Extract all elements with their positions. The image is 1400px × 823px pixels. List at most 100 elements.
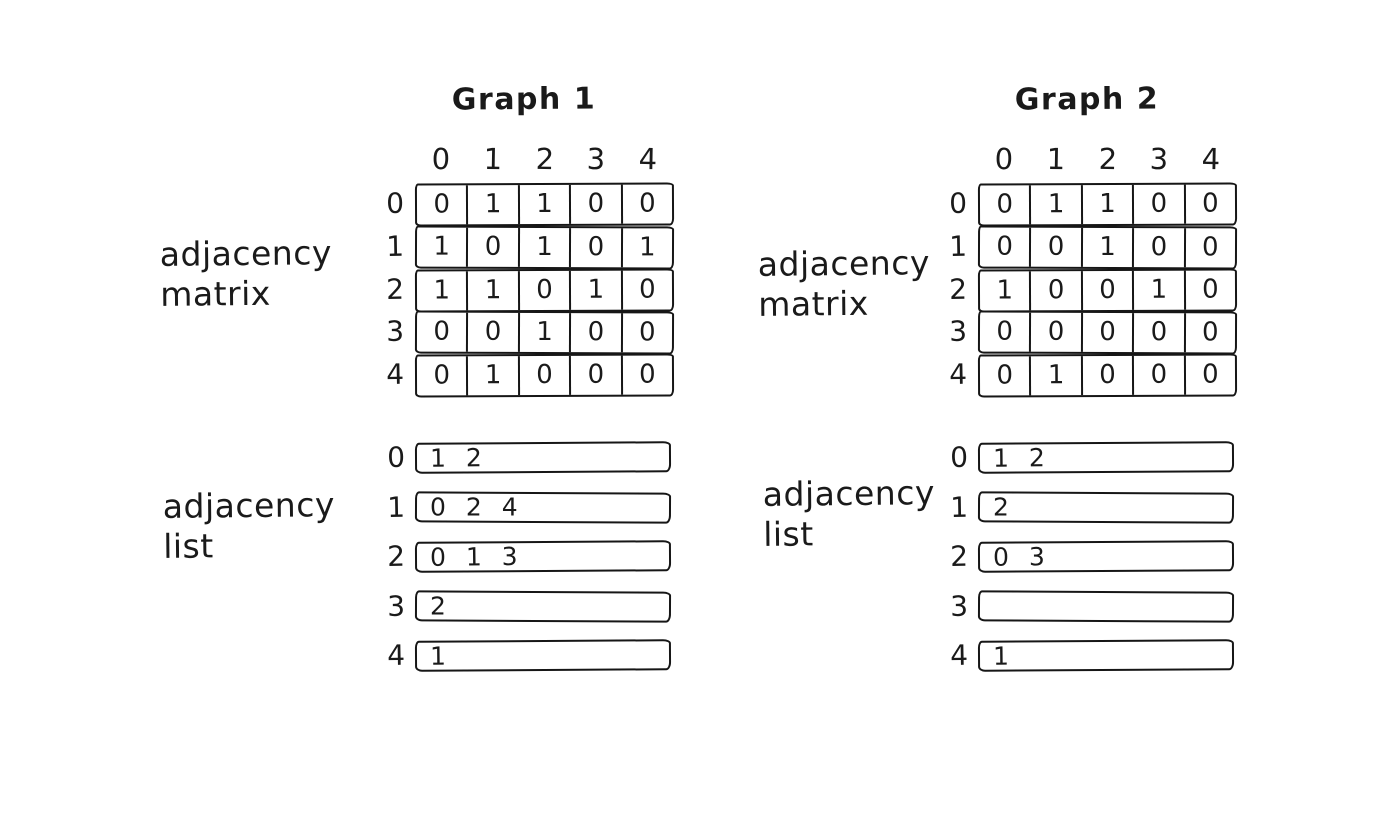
matrix-cell: 0 [1183,184,1236,224]
matrix-cell: 0 [433,360,451,392]
matrix-cell: 0 [1132,313,1184,353]
matrix-row-header: 2 [948,272,968,306]
adjacency-list-label-line1: adjacency [162,485,336,526]
matrix-cell: 0 [1029,270,1081,310]
graph-2-adjacency-matrix-label: adjacency matrix [758,243,931,325]
list-row-header: 3 [386,589,406,623]
matrix-cell: 0 [1132,227,1184,267]
matrix-col-header: 3 [1149,141,1169,177]
list-row: 0 1 2 [934,440,1235,475]
matrix-col-header: 2 [1097,141,1118,177]
adjacency-matrix-label-line1: adjacency [757,243,931,284]
matrix-row: 0 1 1 0 0 [977,182,1238,227]
matrix-cell: 0 [996,189,1014,220]
adjacency-list-label-line2: list [763,514,814,554]
list-box: 1 2 [977,441,1235,474]
matrix-row-header: 0 [948,186,968,221]
adjacency-list-label-line2: list [163,526,214,566]
graph-2-adjacency-list: 0 1 2 1 2 2 0 3 3 [934,440,1235,689]
list-row: 1 2 [934,490,1235,524]
matrix-cell: 0 [1080,270,1133,310]
list-row-header: 3 [949,589,969,623]
list-row-header: 2 [949,539,969,574]
matrix-row-header: 2 [385,272,405,306]
matrix-cell: 0 [996,317,1014,348]
list-entries: 2 [993,491,1015,521]
matrix-cell: 1 [996,275,1014,306]
matrix-cell: 0 [1183,313,1236,353]
adjacency-matrix-label-line2: matrix [758,283,869,324]
matrix-cell: 0 [1029,227,1081,267]
list-entries: 1 2 [429,443,488,473]
matrix-row-header: 1 [948,229,968,263]
list-row-header: 1 [386,490,406,524]
graph-2-matrix-column-headers: 0 1 2 3 4 [978,142,1237,176]
matrix-cell: 1 [1080,227,1133,267]
matrix-cell: 0 [996,360,1014,392]
list-entries: 1 [992,641,1016,671]
list-box [977,589,1235,623]
list-row-header: 4 [386,638,406,673]
matrix-cell: 1 [466,185,518,225]
matrix-cell: 1 [517,313,570,353]
list-entries: 0 1 3 [429,541,524,572]
list-row: 3 [934,589,1235,623]
matrix-col-header: 0 [994,141,1014,177]
matrix-cell: 0 [433,317,451,348]
matrix-cell: 1 [1029,356,1081,396]
list-row-header: 2 [386,539,406,574]
matrix-cell: 0 [517,270,570,310]
matrix-row-header: 4 [385,357,405,392]
matrix-row-header: 3 [385,315,405,349]
list-box: 1 [977,639,1235,672]
matrix-cell: 0 [1080,356,1133,396]
graph-1-matrix-row-headers: 0 1 2 3 4 [370,183,404,397]
matrix-row-header: 4 [948,357,968,392]
list-row: 2 0 3 [934,539,1235,574]
list-row-header: 1 [949,490,969,524]
list-entries: 1 2 [992,443,1051,473]
list-entries: 0 3 [992,542,1051,572]
matrix-cell: 0 [466,227,518,267]
matrix-cell: 0 [517,356,570,396]
list-entries: 0 2 4 [430,492,524,522]
matrix-cell: 1 [433,231,451,262]
matrix-cell: 0 [1183,355,1236,395]
matrix-row-header: 3 [948,315,968,349]
matrix-cell: 0 [996,231,1014,262]
matrix-row-header: 0 [385,186,405,221]
matrix-cell: 1 [517,184,570,224]
matrix-cell: 0 [1080,313,1133,353]
matrix-row-header: 1 [385,229,405,263]
matrix-cell: 0 [1132,355,1184,395]
matrix-cell: 1 [466,356,518,396]
matrix-cell: 0 [1029,313,1081,353]
graph-1-adjacency-list-label: adjacency list [163,485,336,567]
matrix-row: 1 0 0 1 0 [977,268,1238,312]
list-box: 2 [977,490,1235,524]
matrix-cell: 1 [466,270,518,310]
graph-2-adjacency-matrix: 0 1 1 0 0 0 0 1 0 0 1 0 0 1 0 0 [977,182,1238,398]
matrix-cell: 0 [1183,270,1236,310]
matrix-cell: 0 [433,189,451,220]
graph-2-title: Graph 2 [1014,81,1160,118]
matrix-cell: 1 [433,275,451,306]
matrix-col-header: 1 [1046,141,1066,177]
list-row-header: 4 [949,638,969,673]
list-row-header: 0 [949,440,969,475]
matrix-cell: 1 [1029,185,1081,225]
list-row: 4 1 [934,638,1235,673]
matrix-cell: 0 [1132,184,1184,224]
matrix-cell: 1 [1080,184,1133,224]
matrix-row: 0 0 1 0 0 [977,225,1238,270]
graph-1-adjacency-matrix-label: adjacency matrix [160,233,333,315]
adjacency-list-label-line1: adjacency [762,473,936,514]
matrix-cell: 1 [1132,270,1184,310]
matrix-cell: 0 [1183,228,1236,268]
list-entries: 2 [430,590,452,620]
graph-2-matrix-row-headers: 0 1 2 3 4 [933,183,967,397]
list-row-header: 0 [386,440,406,475]
list-entries: 1 [429,641,453,671]
matrix-col-header: 0 [431,141,451,177]
